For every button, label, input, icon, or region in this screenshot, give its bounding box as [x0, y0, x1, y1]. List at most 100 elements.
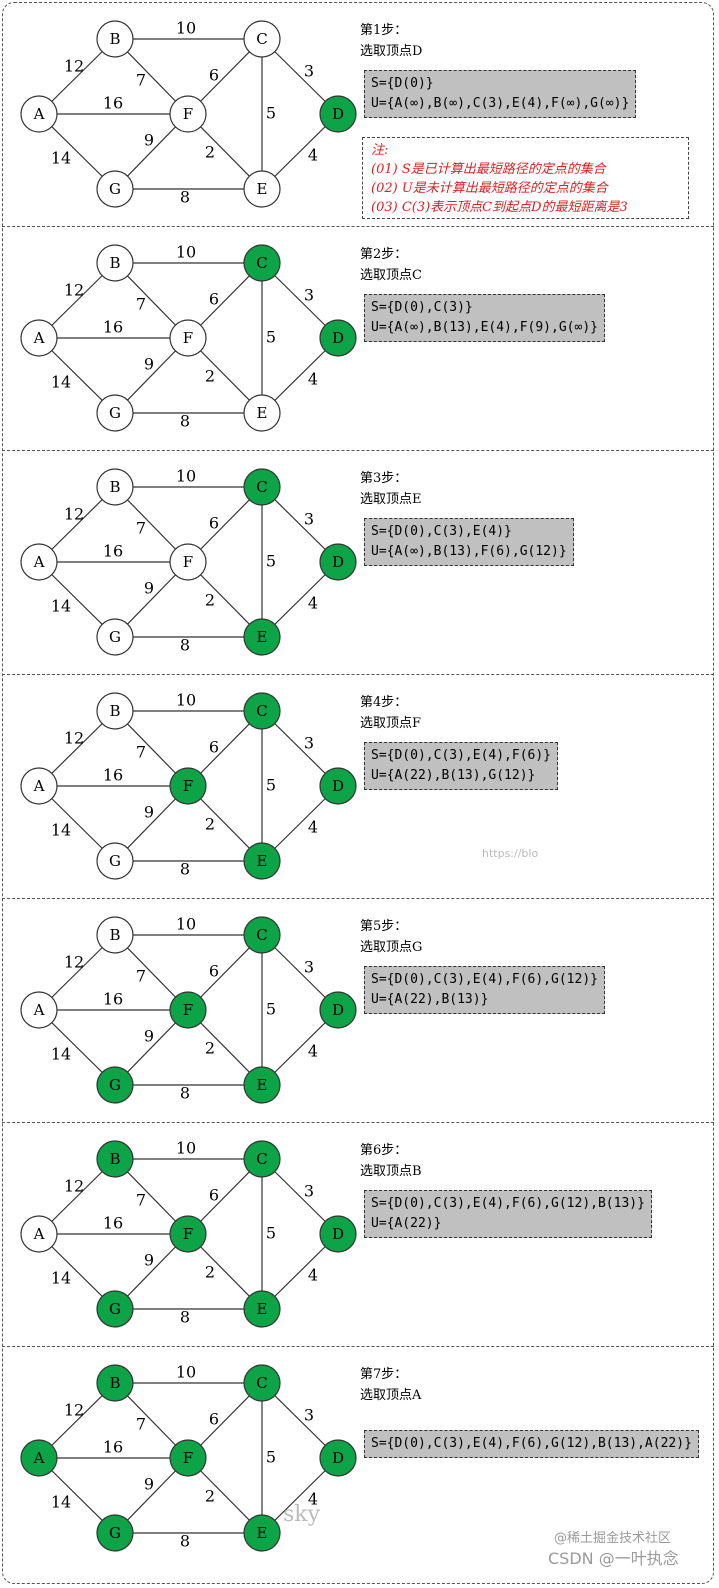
set-u: U={A(∞),B(∞),C(3),E(4),F(∞),G(∞)}	[371, 96, 630, 111]
note-box: 注: (01) S是已计算出最短路径的定点的集合 (02) U是未计算出最短路径…	[362, 137, 689, 219]
edge-weight-b-f: 7	[136, 743, 146, 762]
step-title: 第2步：选取顶点C	[360, 244, 422, 286]
node-label-a: A	[33, 1449, 45, 1467]
edge-weight-f-g: 9	[144, 579, 154, 598]
edge-weight-a-g: 14	[51, 1493, 71, 1512]
set-s: S={D(0),C(3),E(4),F(6)}	[371, 748, 552, 763]
edge-weight-d-e: 4	[308, 594, 318, 613]
node-label-f: F	[183, 1449, 193, 1467]
node-label-c: C	[256, 1150, 267, 1168]
node-label-e: E	[257, 404, 268, 422]
node-label-d: D	[332, 777, 344, 795]
step-number: 第3步：	[360, 471, 408, 486]
node-label-a: A	[33, 553, 45, 571]
edge-weight-a-b: 12	[64, 1401, 84, 1420]
node-c	[243, 20, 281, 58]
node-label-g: G	[109, 852, 121, 870]
edge-weight-c-e: 5	[266, 104, 276, 123]
node-a	[20, 991, 58, 1029]
edge-weight-b-c: 10	[176, 467, 196, 486]
edge-weight-a-f: 16	[103, 1214, 123, 1233]
node-label-c: C	[256, 1374, 267, 1392]
edge-weight-a-b: 12	[64, 505, 84, 524]
edge-weight-b-f: 7	[136, 295, 146, 314]
node-label-d: D	[332, 329, 344, 347]
node-label-a: A	[33, 777, 45, 795]
step-number: 第5步：	[360, 919, 408, 934]
node-b	[96, 244, 134, 282]
edge-weight-b-f: 7	[136, 1191, 146, 1210]
node-a	[20, 95, 58, 133]
node-label-a: A	[33, 1225, 45, 1243]
edge-weight-c-e: 5	[266, 1000, 276, 1019]
step-divider	[2, 226, 714, 227]
set-s: S={D(0),C(3),E(4)}	[371, 524, 512, 539]
step-selected-vertex: 选取顶点G	[360, 940, 423, 955]
node-b	[96, 1140, 134, 1178]
set-box: S={D(0),C(3),E(4),F(6),G(12),B(13),A(22)…	[364, 1430, 699, 1458]
edge-weight-d-e: 4	[308, 370, 318, 389]
edge-weight-e-g: 8	[180, 636, 190, 655]
edge-weight-a-b: 12	[64, 57, 84, 76]
edge-weight-c-f: 6	[209, 1186, 219, 1205]
edge-weight-c-f: 6	[209, 514, 219, 533]
node-c	[243, 916, 281, 954]
edge-weight-e-f: 2	[205, 1487, 215, 1506]
edge-weight-a-f: 16	[103, 94, 123, 113]
set-box: S={D(0)}U={A(∞),B(∞),C(3),E(4),F(∞),G(∞)…	[364, 70, 637, 118]
node-e	[243, 618, 281, 656]
edge-weight-a-f: 16	[103, 318, 123, 337]
node-e	[243, 170, 281, 208]
edge-weight-c-f: 6	[209, 66, 219, 85]
edge-weight-b-c: 10	[176, 1363, 196, 1382]
edge-weight-c-f: 6	[209, 962, 219, 981]
step-selected-vertex: 选取顶点C	[360, 268, 422, 283]
edge-weight-c-d: 3	[304, 734, 314, 753]
step-divider	[2, 450, 714, 451]
set-u: U={A(∞),B(13),F(6),G(12)}	[371, 544, 567, 559]
edge-weight-b-c: 10	[176, 19, 196, 38]
edge-weight-a-b: 12	[64, 953, 84, 972]
set-u: U={A(22),B(13),G(12)}	[371, 768, 536, 783]
step-selected-vertex: 选取顶点D	[360, 44, 423, 59]
edge-weight-b-f: 7	[136, 967, 146, 986]
node-d	[319, 95, 357, 133]
step-title: 第6步：选取顶点B	[360, 1140, 422, 1182]
node-a	[20, 1439, 58, 1477]
edge-weight-f-g: 9	[144, 1475, 154, 1494]
edge-weight-c-d: 3	[304, 286, 314, 305]
node-label-a: A	[33, 329, 45, 347]
edge-weight-c-d: 3	[304, 958, 314, 977]
edge-weight-a-g: 14	[51, 1045, 71, 1064]
node-d	[319, 991, 357, 1029]
node-label-b: B	[109, 1150, 120, 1168]
edge-weight-c-e: 5	[266, 1224, 276, 1243]
node-label-b: B	[109, 702, 120, 720]
edge-weight-c-d: 3	[304, 1406, 314, 1425]
edge-weight-b-f: 7	[136, 71, 146, 90]
watermark-csdn: CSDN @一叶执念	[548, 1549, 679, 1568]
node-e	[243, 394, 281, 432]
node-label-g: G	[109, 404, 121, 422]
node-label-c: C	[256, 478, 267, 496]
node-e	[243, 1066, 281, 1104]
edge-weight-b-c: 10	[176, 243, 196, 262]
node-d	[319, 1439, 357, 1477]
step-title: 第1步：选取顶点D	[360, 20, 422, 62]
note-line-1: (01) S是已计算出最短路径的定点的集合	[371, 162, 606, 177]
watermark-url: https://blo	[482, 847, 539, 860]
edge-weight-d-e: 4	[308, 1266, 318, 1285]
edge-weight-b-c: 10	[176, 915, 196, 934]
edge-weight-c-d: 3	[304, 1182, 314, 1201]
edge-weight-c-e: 5	[266, 328, 276, 347]
